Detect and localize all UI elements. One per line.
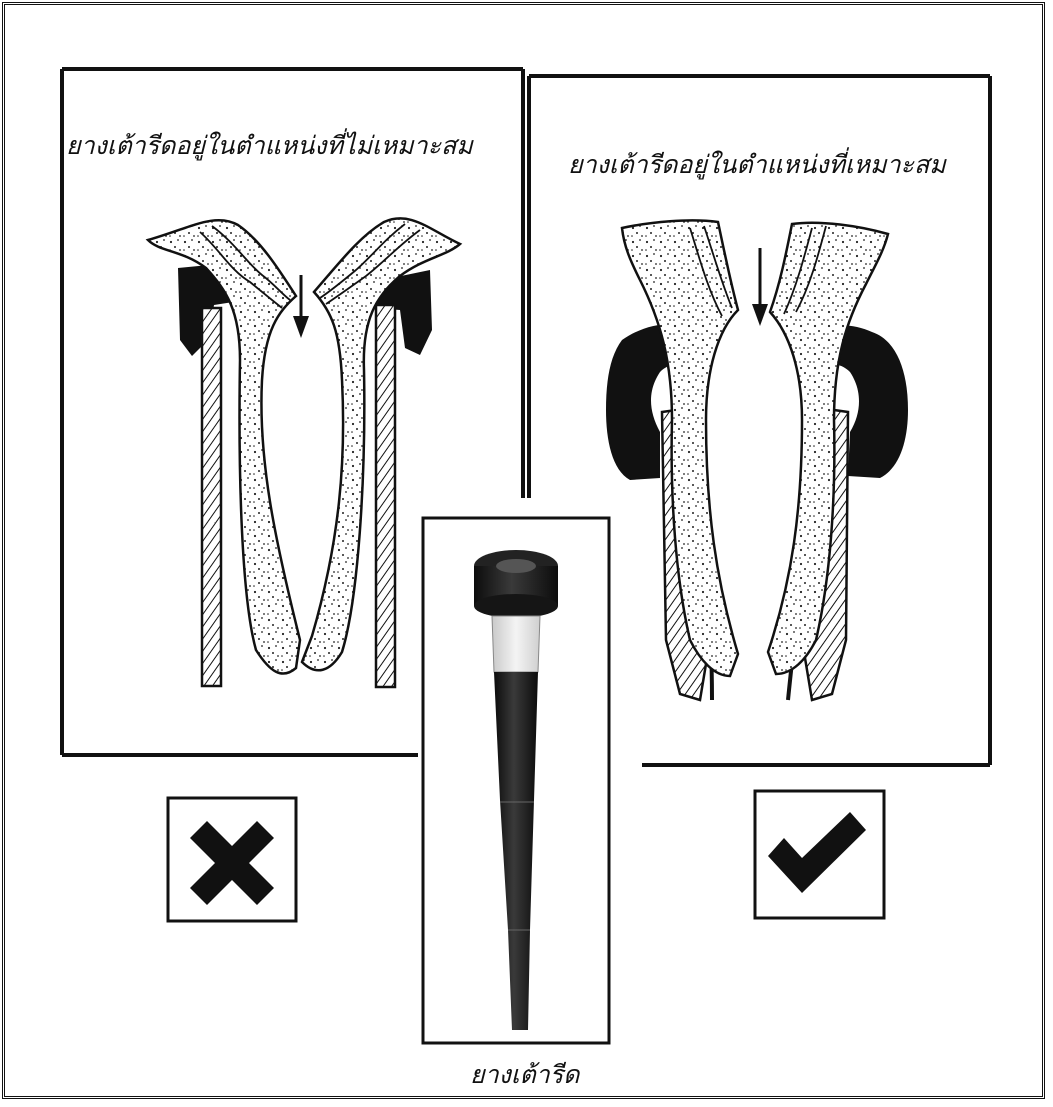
correct-caption: ยางเต้ารีดอยู่ในตำแหน่งที่เหมาะสม bbox=[568, 145, 946, 185]
correct-verdict bbox=[755, 791, 884, 918]
left-liner-wall bbox=[202, 308, 221, 686]
incorrect-flow-arrow bbox=[293, 316, 309, 338]
incorrect-caption: ยางเต้ารีดอยู่ในตำแหน่งที่ไม่เหมาะสม bbox=[66, 126, 473, 166]
liner-photo bbox=[423, 518, 609, 1043]
incorrect-verdict bbox=[168, 798, 296, 921]
right-liner-wall bbox=[376, 305, 395, 687]
correct-teat-diagram bbox=[606, 220, 908, 700]
incorrect-teat-diagram bbox=[148, 218, 460, 687]
correct-flow-arrow bbox=[752, 304, 768, 326]
liner-caption: ยางเต้ารีด bbox=[470, 1055, 579, 1095]
